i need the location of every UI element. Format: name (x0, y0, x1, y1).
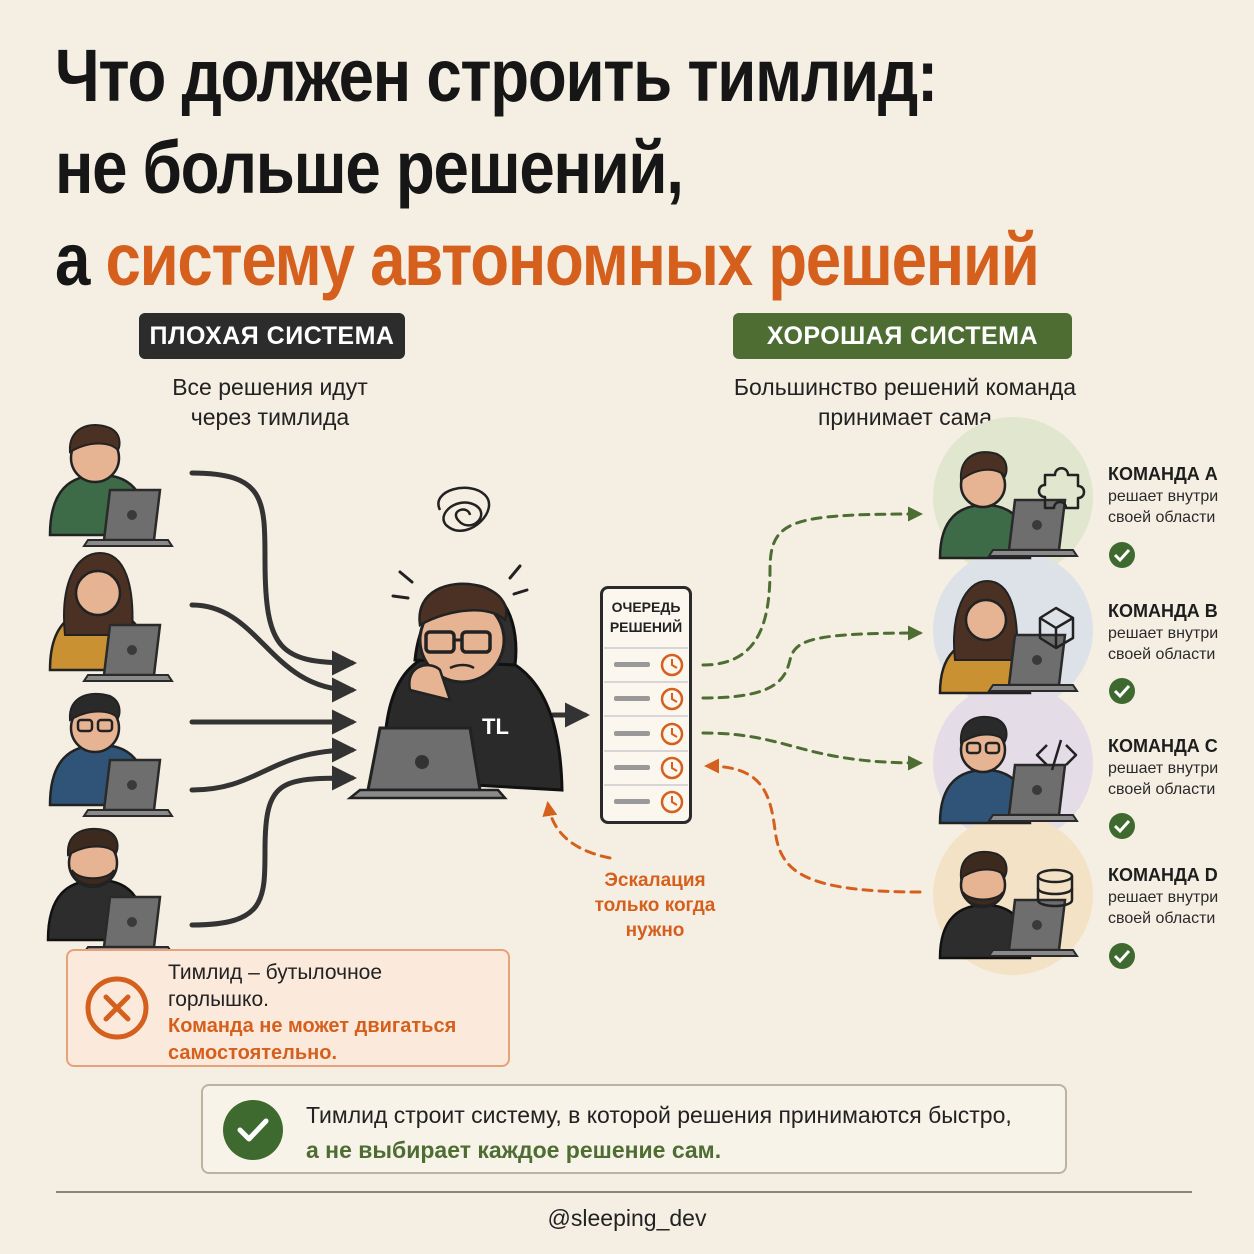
bottleneck-accent-line-1: Команда не может двигаться (168, 1015, 457, 1037)
good-system-caption: Большинство решений команда принимает са… (715, 372, 1095, 432)
team-c-check-icon (1109, 813, 1135, 839)
developer-1 (48, 424, 174, 548)
title-accent: систему автономных решений (105, 218, 1039, 301)
escalation-line-3: нужно (625, 920, 685, 941)
team-a-desc-1: решает внутри (1108, 488, 1219, 505)
bottleneck-accent: Команда не может двигаться самостоятельн… (168, 1013, 498, 1067)
bad-system-label: ПЛОХАЯ СИСТЕМА (139, 313, 405, 359)
arrow-left-5 (189, 765, 357, 928)
team-d-check-icon (1109, 943, 1135, 969)
bottleneck-text: Тимлид – бутылочное горлышко. (168, 959, 498, 1013)
page-title: Что должен строить тимлид: не больше реш… (55, 30, 1044, 306)
teamlead-badge: TL (482, 714, 509, 739)
title-line-1: Что должен строить тимлид: (55, 34, 938, 117)
team-d-desc-2: своей области (1108, 910, 1216, 927)
bad-caption-line-2: через тимлида (190, 404, 350, 430)
team-a-desc-2: своей области (1108, 509, 1216, 526)
queue-title-line-1: ОЧЕРЕДЬ (611, 599, 681, 615)
good-caption-line-2: принимает сама (817, 404, 993, 430)
conclusion-line-2: а не выбирает каждое решение сам. (306, 1137, 722, 1163)
team-d-person (938, 850, 1079, 960)
good-system-label: ХОРОШАЯ СИСТЕМА (733, 313, 1072, 359)
bottleneck-line-1: Тимлид – бутылочное (168, 961, 383, 984)
arrow-team-a (701, 506, 923, 667)
team-b-check-icon (1109, 678, 1135, 704)
footer-divider (56, 1191, 1192, 1193)
box-icon (1038, 606, 1075, 650)
bottleneck-accent-line-2: самостоятельно. (168, 1042, 338, 1064)
puzzle-icon (1037, 467, 1086, 510)
code-icon (1035, 739, 1078, 771)
developer-3 (48, 692, 174, 818)
bottleneck-line-2: горлышко. (168, 988, 269, 1011)
database-icon (1036, 868, 1074, 908)
author-handle: @sleeping_dev (547, 1205, 707, 1231)
queue-title: ОЧЕРЕДЬ РЕШЕНИЙ (603, 597, 689, 637)
escalation-line-2: только когда (594, 895, 716, 916)
title-line-2: не больше решений, (55, 126, 684, 209)
queue-title-line-2: РЕШЕНИЙ (609, 619, 683, 635)
check-circle-icon (223, 1100, 283, 1160)
arrow-left-2 (189, 602, 357, 703)
team-c-label: КОМАНДА C решает внутри своей области (1108, 734, 1248, 800)
team-a-person (938, 451, 1079, 560)
team-c-desc-1: решает внутри (1108, 760, 1219, 777)
arrow-left-4 (189, 737, 357, 793)
team-c-person (938, 715, 1079, 825)
cross-icon (85, 976, 149, 1040)
team-c-name: КОМАНДА C (1108, 736, 1218, 756)
team-b-name: КОМАНДА B (1108, 601, 1218, 621)
developer-2 (48, 551, 174, 683)
arrow-team-b (701, 625, 923, 700)
escalation-line-1: Эскалация (604, 870, 706, 891)
arrow-team-c (701, 731, 923, 771)
team-b-label: КОМАНДА B решает внутри своей области (1108, 599, 1248, 665)
conclusion-line-1: Тимлид строит систему, в которой решения… (306, 1102, 1012, 1128)
arrow-escalation-up (542, 801, 612, 860)
team-a-name: КОМАНДА A (1108, 464, 1218, 484)
good-caption-line-1: Большинство решений команда (733, 374, 1077, 400)
title-prefix: а (55, 218, 90, 301)
decision-queue: ОЧЕРЕДЬ РЕШЕНИЙ (600, 586, 692, 824)
stress-scribble-icon (437, 486, 491, 532)
team-a-check-icon (1109, 542, 1135, 568)
conclusion-callout: Тимлид строит систему, в которой решения… (201, 1084, 1067, 1174)
team-c-desc-2: своей области (1108, 781, 1216, 798)
teamlead-figure: TL (346, 486, 564, 800)
title-line-3: а систему автономных решений (55, 214, 1044, 306)
developer-4 (46, 827, 174, 955)
arrow-escalation-in (704, 758, 922, 894)
team-b-person (938, 579, 1079, 695)
bottleneck-callout: Тимлид – бутылочное горлышко. Команда не… (66, 949, 510, 1067)
bad-system-caption: Все решения идут через тимлида (140, 372, 400, 432)
team-a-label: КОМАНДА A решает внутри своей области (1108, 462, 1248, 528)
team-d-desc-1: решает внутри (1108, 889, 1219, 906)
team-d-name: КОМАНДА D (1108, 865, 1218, 885)
team-b-desc-1: решает внутри (1108, 625, 1219, 642)
team-b-desc-2: своей области (1108, 646, 1216, 663)
escalation-note: Эскалация только когда нужно (580, 868, 730, 943)
bad-caption-line-1: Все решения идут (172, 374, 368, 400)
team-d-label: КОМАНДА D решает внутри своей области (1108, 863, 1248, 929)
stress-lines-icon (391, 564, 529, 600)
arrow-left-1 (189, 470, 357, 676)
